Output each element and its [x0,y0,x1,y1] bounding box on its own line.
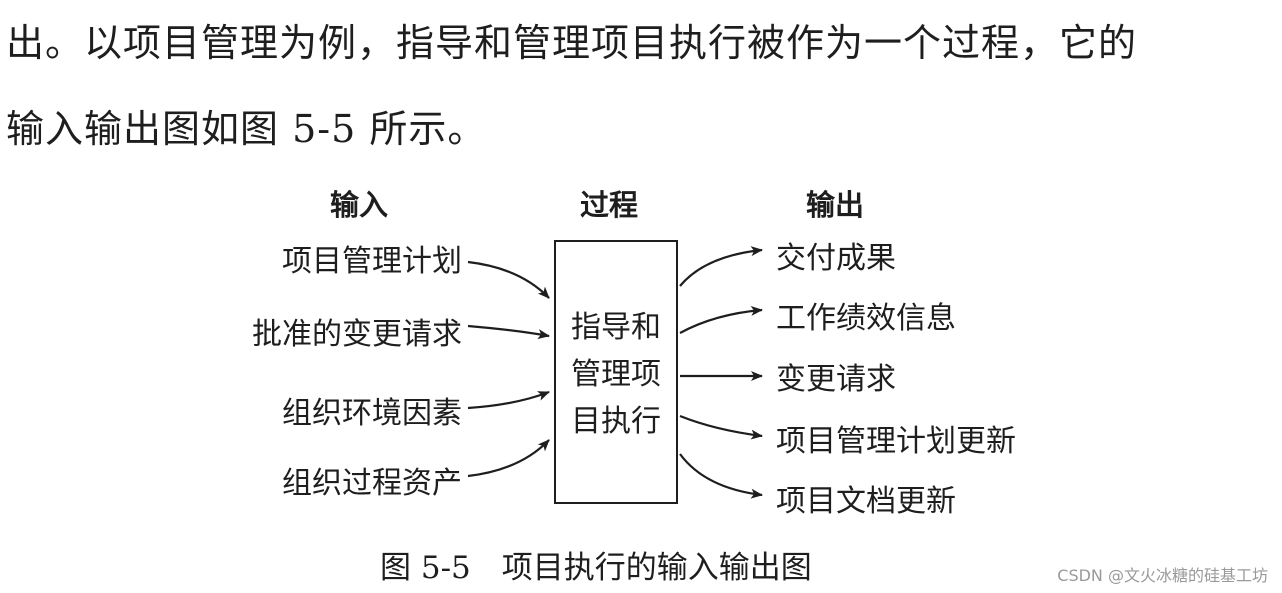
process-name-line: 指导和 [571,310,661,345]
output-arrow-2 [679,305,763,334]
input-arrow-1 [467,260,550,299]
input-item: 组织过程资产 [282,466,462,501]
output-column-header: 输出 [806,188,865,222]
input-item: 项目管理计划 [282,244,462,279]
output-item: 变更请求 [776,362,896,397]
process-box [554,240,678,504]
paragraph-line-1: 出。以项目管理为例，指导和管理项目执行被作为一个过程，它的 [6,21,1138,65]
output-item: 工作绩效信息 [776,301,956,336]
process-column-header: 过程 [580,188,639,222]
input-item: 批准的变更请求 [252,317,462,352]
output-item: 交付成果 [776,241,896,276]
input-column-header: 输入 [330,188,389,222]
paragraph-line-2: 输入输出图如图 5-5 所示。 [6,107,487,151]
output-arrow-4 [679,414,763,440]
figure-caption: 图 5-5 项目执行的输入输出图 [380,550,812,586]
process-name-line: 管理项 [571,357,661,392]
watermark: CSDN @文火冰糖的硅基工坊 [1057,566,1268,585]
output-item: 项目文档更新 [776,484,956,519]
input-arrow-3 [467,390,550,410]
output-arrow-5 [679,453,763,499]
input-arrow-4 [467,439,550,478]
input-arrow-2 [467,324,550,340]
output-item: 项目管理计划更新 [776,424,1016,459]
process-name: 指导和 管理项 目执行 [556,304,676,445]
process-name-line: 目执行 [571,404,661,439]
input-item: 组织环境因素 [282,396,462,431]
output-arrow-1 [679,246,763,287]
